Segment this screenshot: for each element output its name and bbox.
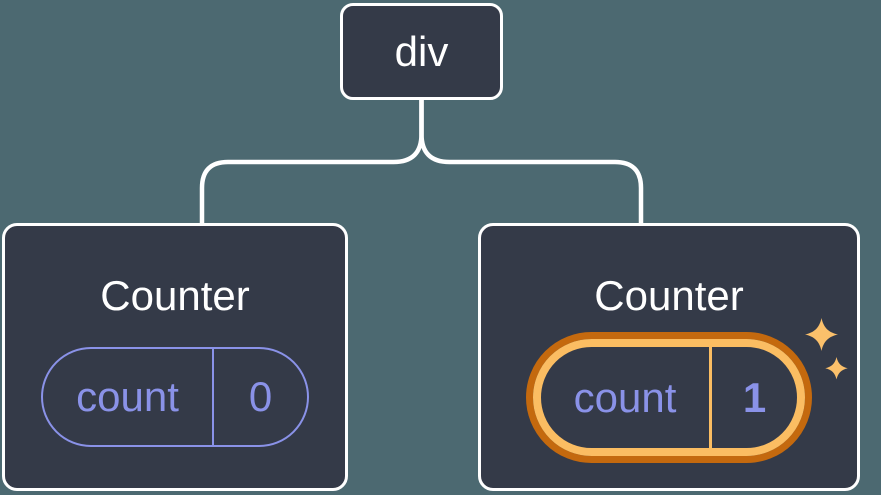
component-title: Counter — [594, 272, 744, 319]
state-pill-highlight-ring: count 1 — [526, 332, 812, 463]
connector-left-branch — [199, 100, 424, 224]
component-card-counter-right: Counter count 1 — [478, 223, 860, 491]
sparkles-icon — [805, 318, 848, 380]
state-value: 0 — [248, 373, 273, 420]
root-node-div: div — [340, 3, 503, 100]
state-pill-divider — [212, 349, 214, 445]
connector-right-branch — [419, 100, 644, 224]
state-pill-highlighted: count 1 — [533, 339, 805, 456]
component-title: Counter — [100, 272, 250, 319]
root-node-label: div — [394, 27, 449, 75]
state-key-label: count — [573, 373, 677, 421]
state-pill-divider — [709, 347, 712, 448]
component-card-counter-left: Counter count 0 — [2, 223, 348, 491]
state-value: 1 — [742, 373, 767, 421]
state-key-label: count — [76, 373, 179, 420]
state-pill: count 0 — [41, 347, 309, 447]
